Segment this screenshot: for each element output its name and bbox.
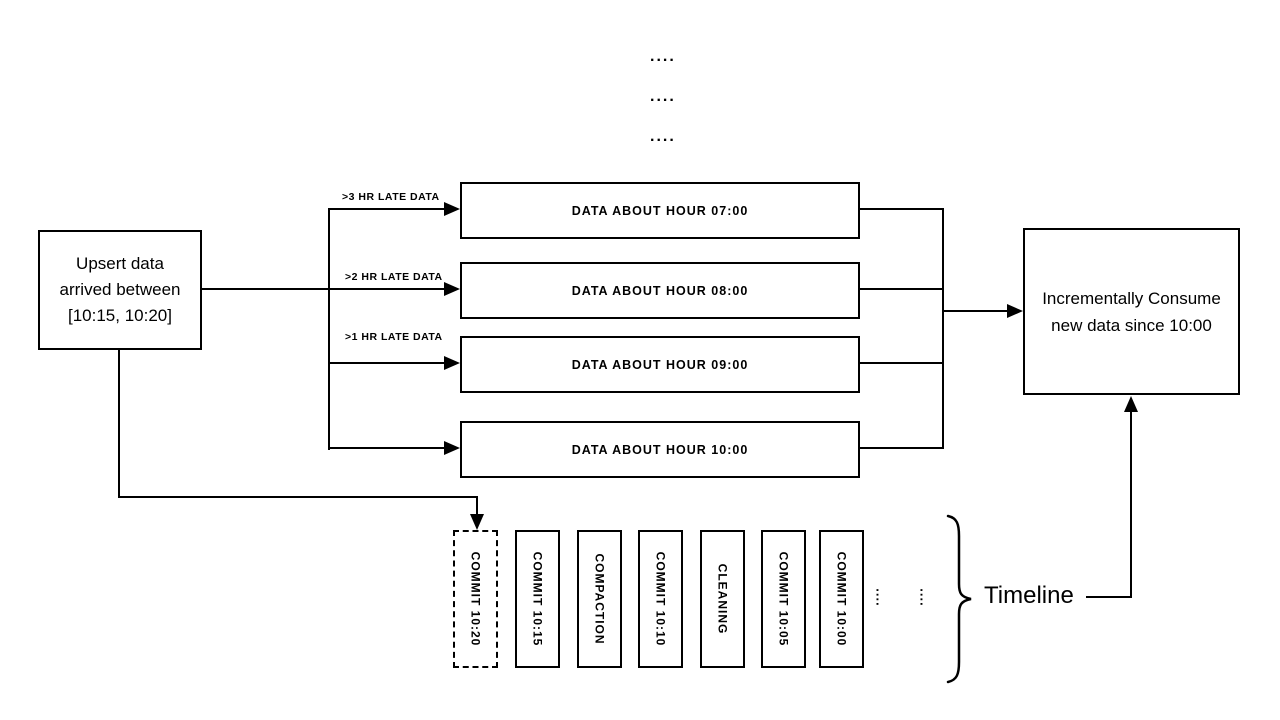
arrowhead-to-1000-icon [444, 441, 460, 455]
upsert-data-box: Upsert data arrived between [10:15, 10:2… [38, 230, 202, 350]
connector-timeline-up [1130, 411, 1132, 598]
hour-box-1000: DATA ABOUT HOUR 10:00 [460, 421, 860, 478]
hour-box-0900: DATA ABOUT HOUR 09:00 [460, 336, 860, 393]
continuation-dots-row-3: .... [650, 128, 676, 145]
connector-bus-vertical [942, 208, 944, 449]
arrowhead-to-0700-icon [444, 202, 460, 216]
arrowhead-timeline-up-icon [1124, 396, 1138, 412]
timeline-commit-10-15: COMMIT 10:15 [515, 530, 560, 668]
timeline-compaction-label: COMPACTION [592, 553, 607, 645]
incremental-consume-box: Incrementally Consume new data since 10:… [1023, 228, 1240, 395]
connector-1000-out [858, 447, 944, 449]
timeline-commit-10-10-label: COMMIT 10:10 [653, 551, 668, 647]
timeline-commit-10-10: COMMIT 10:10 [638, 530, 683, 668]
timeline-commit-10-20: COMMIT 10:20 [453, 530, 498, 668]
connector-branch-to-0700 [330, 208, 446, 210]
hour-box-0800: DATA ABOUT HOUR 08:00 [460, 262, 860, 319]
connector-upsert-to-branch [202, 288, 446, 290]
timeline-commit-10-20-label: COMMIT 10:20 [468, 551, 483, 647]
timeline-cleaning: CLEANING [700, 530, 745, 668]
connector-down-to-commit [476, 496, 478, 515]
late-data-label-1hr: >1 HR LATE DATA [345, 331, 443, 343]
arrowhead-to-commit-icon [470, 514, 484, 530]
connector-0700-out [858, 208, 944, 210]
connector-upsert-down [118, 350, 120, 498]
upsert-line-3: [10:15, 10:20] [68, 306, 172, 325]
connector-0900-out [858, 362, 944, 364]
timeline-commit-10-15-label: COMMIT 10:15 [530, 551, 545, 647]
timeline-label: Timeline [984, 582, 1074, 609]
arrowhead-to-0900-icon [444, 356, 460, 370]
upsert-line-1: Upsert data [76, 254, 164, 273]
timeline-ellipsis-2: .... [917, 588, 933, 607]
continuation-dots-row-2: .... [650, 88, 676, 105]
connector-timeline-horizontal [1086, 596, 1132, 598]
connector-branch-to-0900 [330, 362, 446, 364]
hour-box-0900-label: DATA ABOUT HOUR 09:00 [571, 357, 749, 372]
hour-box-0700: DATA ABOUT HOUR 07:00 [460, 182, 860, 239]
timeline-commit-10-05: COMMIT 10:05 [761, 530, 806, 668]
arrowhead-to-consume-icon [1007, 304, 1023, 318]
arrowhead-to-0800-icon [444, 282, 460, 296]
timeline-commit-10-05-label: COMMIT 10:05 [776, 551, 791, 647]
timeline-cleaning-label: CLEANING [715, 563, 730, 635]
timeline-commit-10-00-label: COMMIT 10:00 [834, 551, 849, 647]
consume-line-2: new data since 10:00 [1051, 315, 1212, 335]
continuation-dots-row-1: .... [650, 48, 676, 65]
connector-0800-out [858, 288, 944, 290]
timeline-brace-icon [946, 514, 972, 684]
timeline-commit-10-00: COMMIT 10:00 [819, 530, 864, 668]
hour-box-1000-label: DATA ABOUT HOUR 10:00 [571, 442, 749, 457]
hour-box-0800-label: DATA ABOUT HOUR 08:00 [571, 283, 749, 298]
hour-box-0700-label: DATA ABOUT HOUR 07:00 [571, 203, 749, 218]
late-data-label-3hr: >3 HR LATE DATA [342, 191, 440, 203]
timeline-ellipsis-1: .... [873, 588, 889, 607]
connector-bus-to-consume [942, 310, 1008, 312]
late-data-label-2hr: >2 HR LATE DATA [345, 271, 443, 283]
connector-branch-to-1000 [330, 447, 446, 449]
consume-line-1: Incrementally Consume [1042, 288, 1221, 308]
connector-bottom-horizontal [118, 496, 478, 498]
connector-branch-vertical [328, 208, 330, 450]
upsert-line-2: arrived between [59, 280, 181, 299]
timeline-compaction: COMPACTION [577, 530, 622, 668]
